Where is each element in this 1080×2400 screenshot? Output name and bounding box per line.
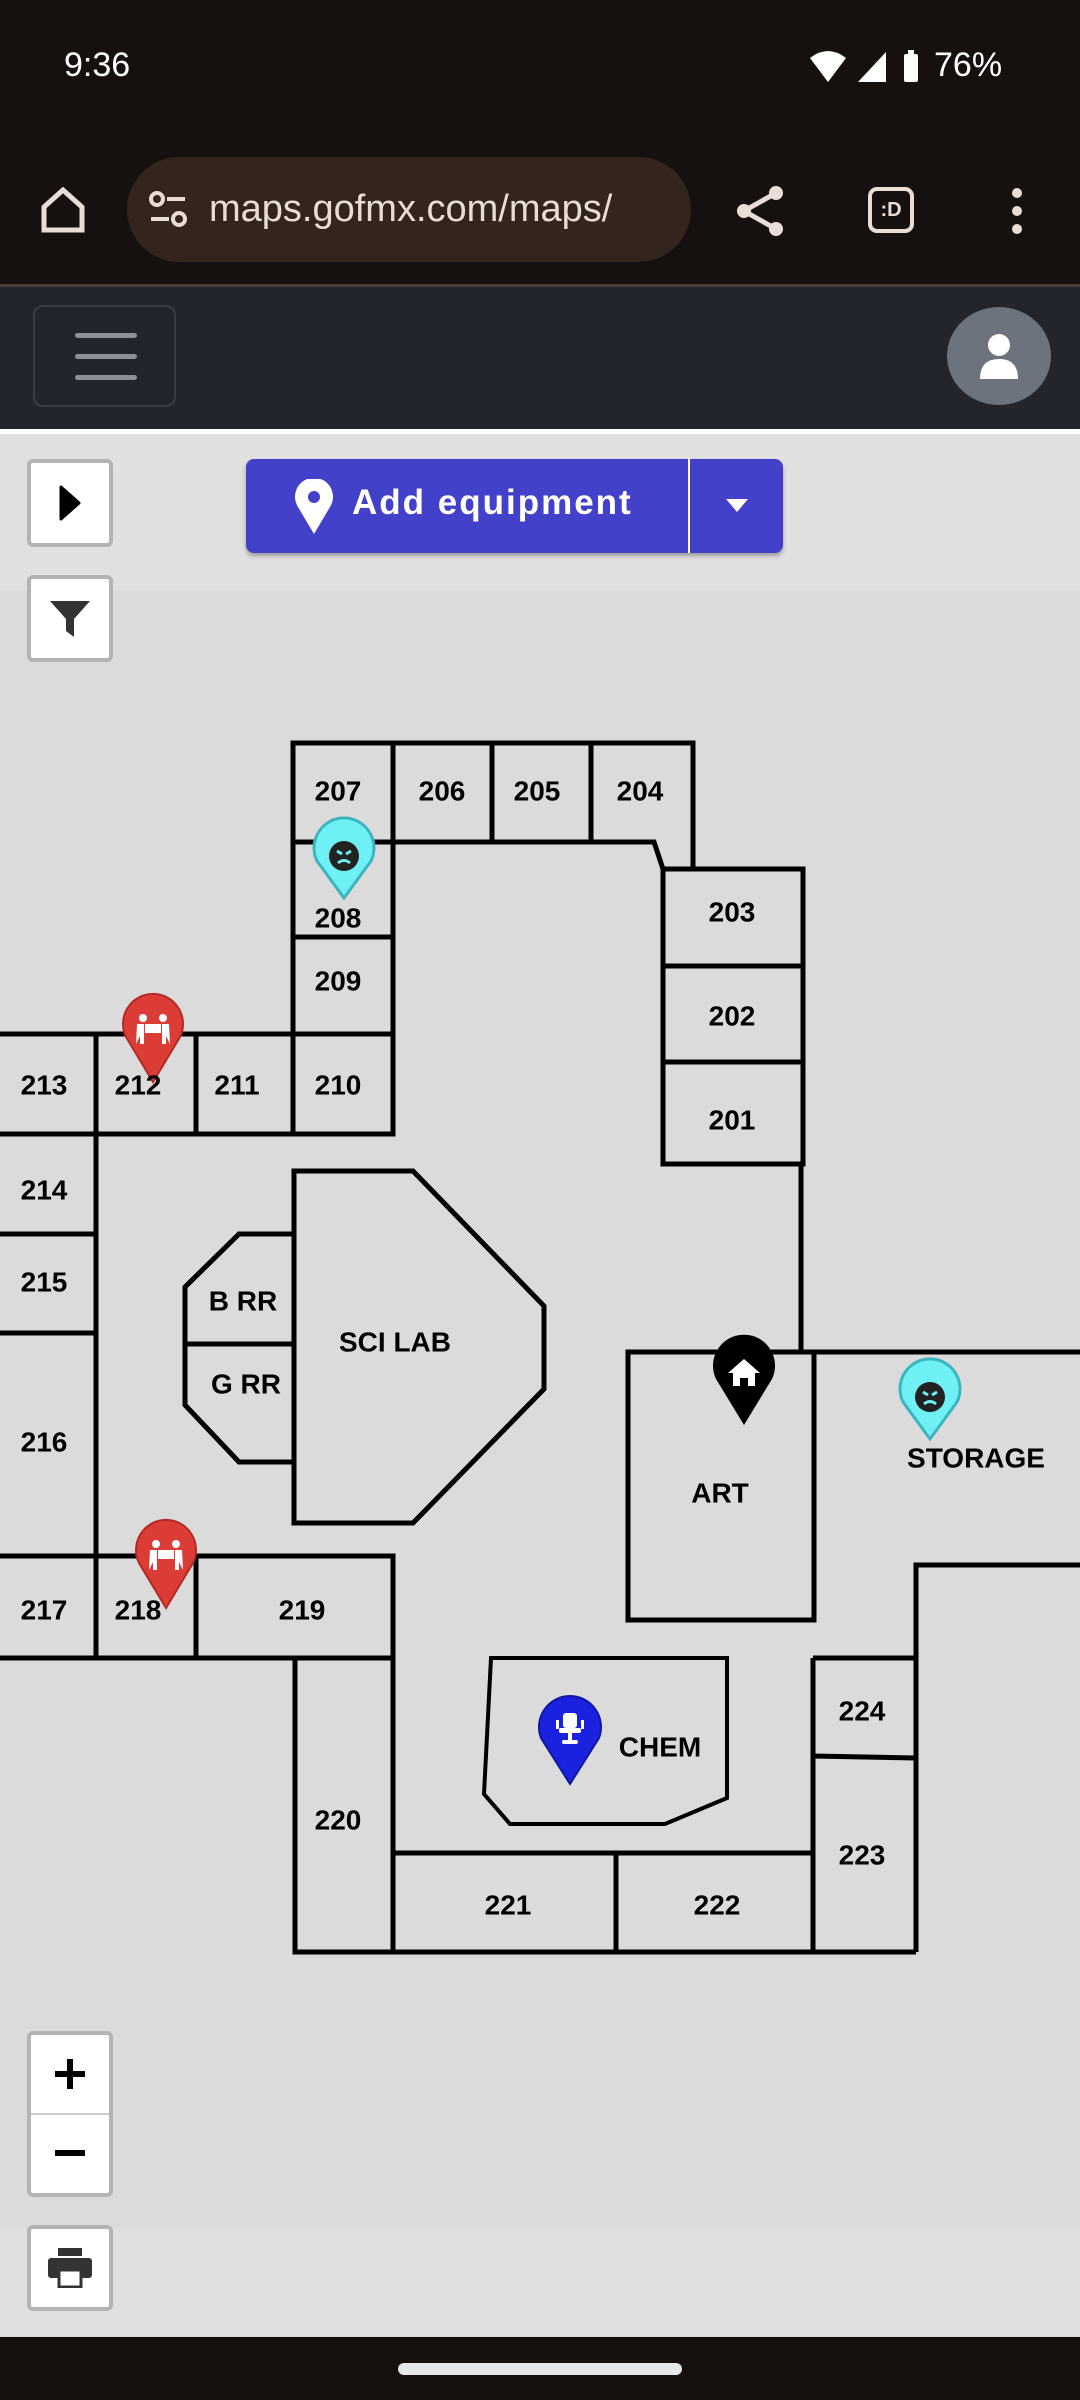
zoom-in-button[interactable] bbox=[31, 2035, 109, 2115]
add-equipment-button[interactable]: Add equipment bbox=[246, 459, 783, 553]
room-label: 209 bbox=[315, 966, 362, 997]
room-201[interactable] bbox=[660, 1059, 806, 1167]
room-label: CHEM bbox=[619, 1732, 701, 1763]
menu-icon-bar bbox=[75, 375, 137, 380]
office-chair-icon bbox=[556, 1713, 584, 1744]
rooms-220-224[interactable] bbox=[292, 1655, 917, 1955]
zoom-out-button[interactable] bbox=[31, 2115, 109, 2193]
home-gesture-handle[interactable] bbox=[398, 2363, 682, 2375]
home-icon[interactable] bbox=[40, 187, 86, 233]
angry-face-icon bbox=[329, 841, 359, 871]
map-pin-icon bbox=[295, 479, 333, 534]
navigation-bar bbox=[0, 2337, 1080, 2400]
room-restrooms[interactable] bbox=[182, 1231, 297, 1465]
user-icon bbox=[980, 334, 1018, 379]
people-carry-icon bbox=[136, 1014, 170, 1044]
zoom-control bbox=[27, 2031, 113, 2197]
filter-button[interactable] bbox=[27, 575, 113, 662]
print-button[interactable] bbox=[27, 2225, 113, 2311]
battery-percentage: 76% bbox=[934, 46, 1003, 84]
room-label: 208 bbox=[315, 903, 362, 934]
room-label: 219 bbox=[279, 1595, 326, 1626]
menu-icon bbox=[75, 333, 137, 338]
add-equipment-label: Add equipment bbox=[352, 483, 633, 522]
divider bbox=[0, 429, 1080, 434]
share-icon[interactable] bbox=[734, 185, 786, 237]
room-label: 207 bbox=[315, 776, 362, 807]
room-label: 204 bbox=[617, 776, 664, 807]
status-bar: 9:36 76% bbox=[0, 0, 1080, 135]
divider bbox=[688, 459, 690, 553]
clock: 9:36 bbox=[64, 46, 131, 84]
add-equipment-dropdown-button[interactable] bbox=[690, 459, 783, 553]
room-label: ART bbox=[691, 1478, 749, 1509]
room-storage[interactable] bbox=[814, 1349, 1080, 1952]
printer-icon bbox=[48, 2248, 92, 2288]
room-label: 210 bbox=[315, 1070, 362, 1101]
expand-panel-button[interactable] bbox=[27, 459, 113, 547]
app-header bbox=[0, 287, 1080, 429]
marker-angry-face-storage[interactable] bbox=[898, 1357, 962, 1442]
marker-angry-face-208[interactable] bbox=[312, 816, 376, 901]
room-outlines bbox=[0, 740, 1080, 1955]
people-carry-icon bbox=[149, 1540, 183, 1570]
home-icon bbox=[728, 1359, 760, 1386]
room-label: B RR bbox=[209, 1286, 277, 1317]
marker-people-carry-218[interactable] bbox=[135, 1519, 197, 1610]
rooms-214-219[interactable] bbox=[0, 1134, 396, 1661]
room-label: 216 bbox=[21, 1427, 68, 1458]
room-label: 223 bbox=[839, 1840, 886, 1871]
room-label: 213 bbox=[21, 1070, 68, 1101]
room-sci-lab[interactable] bbox=[291, 1168, 547, 1526]
room-label: 221 bbox=[485, 1890, 532, 1921]
wifi-signal-icon bbox=[810, 50, 918, 82]
room-labels: 207 206 205 204 208 209 210 211 212 213 … bbox=[21, 776, 1045, 1921]
room-label: 206 bbox=[419, 776, 466, 807]
marker-people-carry-212[interactable] bbox=[122, 993, 184, 1084]
room-label: G RR bbox=[211, 1369, 281, 1400]
room-label: 211 bbox=[214, 1070, 259, 1101]
more-options-icon[interactable] bbox=[1008, 187, 1026, 235]
angry-face-icon bbox=[915, 1382, 945, 1412]
room-label: 203 bbox=[709, 897, 756, 928]
room-205[interactable] bbox=[489, 740, 594, 845]
plus-icon bbox=[55, 2059, 85, 2089]
menu-button[interactable] bbox=[33, 305, 176, 407]
markers[interactable] bbox=[122, 816, 962, 1786]
caret-down-icon bbox=[726, 499, 748, 512]
marker-chair-chem[interactable] bbox=[538, 1695, 602, 1786]
room-label: 220 bbox=[315, 1805, 362, 1836]
browser-toolbar: maps.gofmx.com/maps/ :D bbox=[0, 135, 1080, 284]
address-bar[interactable]: maps.gofmx.com/maps/ bbox=[127, 157, 691, 262]
room-label: 205 bbox=[514, 776, 561, 807]
room-204[interactable] bbox=[591, 740, 696, 870]
room-label: 218 bbox=[115, 1595, 162, 1626]
room-label: 214 bbox=[21, 1175, 68, 1206]
site-settings-icon[interactable] bbox=[149, 191, 189, 229]
room-label: 224 bbox=[839, 1696, 886, 1727]
caret-right-icon bbox=[59, 485, 81, 521]
room-label: SCI LAB bbox=[339, 1327, 451, 1358]
minus-icon bbox=[55, 2150, 85, 2156]
room-label: STORAGE bbox=[907, 1443, 1045, 1474]
marker-home-art[interactable] bbox=[713, 1334, 775, 1425]
menu-icon-bar bbox=[75, 354, 137, 359]
url-text: maps.gofmx.com/maps/ bbox=[209, 188, 613, 230]
filter-icon bbox=[50, 600, 90, 637]
room-label: 202 bbox=[709, 1001, 756, 1032]
room-213[interactable] bbox=[0, 1031, 99, 1137]
room-chem[interactable] bbox=[481, 1656, 729, 1826]
divider bbox=[0, 284, 1080, 287]
room-label: 215 bbox=[21, 1267, 68, 1298]
room-label: 201 bbox=[709, 1105, 756, 1136]
map-footer-area bbox=[0, 2228, 1080, 2336]
room-label: 217 bbox=[21, 1595, 68, 1626]
room-label: 222 bbox=[694, 1890, 741, 1921]
user-avatar-button[interactable] bbox=[947, 307, 1051, 405]
tab-switcher-button[interactable]: :D bbox=[868, 187, 914, 233]
room-label: 212 bbox=[115, 1070, 162, 1101]
